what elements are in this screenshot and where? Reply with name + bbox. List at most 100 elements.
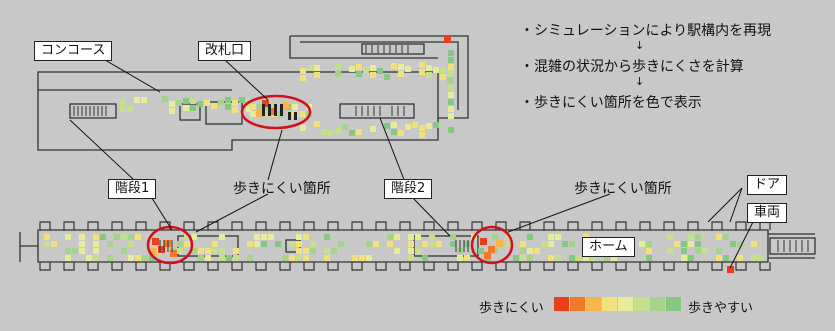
heat-cell [569, 255, 575, 261]
heat-cell [247, 241, 253, 247]
concourse-heatmap [120, 36, 454, 138]
heat-cell [716, 255, 722, 261]
heat-cell [254, 234, 260, 240]
heat-cell [448, 50, 454, 56]
heat-cell [342, 124, 348, 130]
heat-cell [72, 248, 78, 254]
heat-cell [324, 248, 330, 254]
heat-cell [219, 234, 225, 240]
door-top [279, 221, 291, 230]
heat-cell [674, 241, 680, 247]
door-top [447, 221, 459, 230]
note-step1: ・シミュレーションにより駅構内を再現 [520, 23, 772, 39]
heat-cell [727, 266, 734, 273]
heat-cell [300, 75, 306, 81]
heat-cell [695, 241, 701, 247]
heat-cell [457, 255, 463, 261]
heat-cell [233, 255, 239, 261]
heat-cell [349, 66, 355, 72]
door-top [711, 221, 723, 230]
heat-cell [527, 234, 533, 240]
heat-cell [480, 238, 487, 245]
door-top [471, 221, 483, 230]
heat-cell [737, 255, 743, 261]
heat-cell [177, 248, 183, 254]
heat-cell [464, 241, 470, 247]
heat-cell [448, 64, 454, 70]
heat-cell [212, 248, 218, 254]
heat-cell [184, 241, 190, 247]
heat-cell [527, 248, 533, 254]
door-top [327, 221, 339, 230]
heat-cell [433, 67, 439, 73]
heat-cell [387, 234, 393, 240]
note-step3: ・歩きにくい箇所を色で表示 [520, 95, 702, 111]
platform-structure [19, 229, 816, 263]
label-ticket-gate: 改札口 [198, 41, 252, 61]
heat-cell [667, 248, 673, 254]
heat-cell [142, 255, 148, 261]
heat-cell [219, 255, 225, 261]
heat-cell [436, 241, 442, 247]
heat-cell [225, 97, 231, 103]
heat-cell [190, 98, 196, 104]
heat-cell [562, 241, 568, 247]
heat-cell [415, 234, 421, 240]
heat-cell [667, 234, 673, 240]
door-bottom [39, 262, 51, 271]
door-top [759, 221, 771, 230]
heat-cell [356, 71, 362, 77]
label-platform: ホーム [582, 237, 635, 257]
heat-cell [300, 68, 306, 74]
heat-cell [275, 241, 281, 247]
heat-cell [716, 248, 722, 254]
heat-cell [370, 72, 376, 78]
legend-swatch [602, 297, 617, 311]
label-stairs1: 階段1 [108, 179, 157, 199]
heat-cell [520, 248, 526, 254]
heat-cell [197, 101, 203, 107]
heat-cell [576, 255, 582, 261]
heat-cell [422, 255, 428, 261]
platform-doors [39, 221, 771, 271]
heat-cell [128, 255, 134, 261]
heat-cell [555, 255, 561, 261]
platform-stair-hatch [159, 240, 809, 252]
heat-cell [688, 234, 694, 240]
door-bottom [711, 262, 723, 271]
heat-cell [314, 65, 320, 71]
heat-cell [296, 255, 302, 261]
heat-cell [191, 248, 197, 254]
ticket-gate-bars [262, 104, 297, 120]
door-top [375, 221, 387, 230]
heat-cell [758, 255, 764, 261]
heat-cell [268, 234, 274, 240]
heat-cell [440, 67, 446, 73]
heat-cell [464, 255, 470, 261]
heat-cell [321, 129, 327, 135]
legend-swatch [618, 297, 633, 311]
heat-cell [426, 123, 432, 129]
label-door: ドア [747, 175, 788, 195]
heat-cell [65, 248, 71, 254]
heat-cell [604, 255, 610, 261]
label-hard-spot-1: 歩きにくい箇所 [233, 181, 331, 197]
heat-cell [51, 241, 57, 247]
door-top [591, 221, 603, 230]
heat-cell [384, 74, 390, 80]
heat-cell [65, 234, 71, 240]
heat-cell [695, 248, 701, 254]
heat-cell [394, 234, 400, 240]
door-bottom [639, 262, 651, 271]
heat-cell [695, 234, 701, 240]
heat-cell [363, 67, 369, 73]
heat-cell [448, 113, 454, 119]
heat-cell [448, 127, 454, 133]
heat-cell [254, 241, 260, 247]
heat-cell [646, 241, 652, 247]
heat-cell [681, 255, 687, 261]
legend-swatch [666, 297, 681, 311]
heat-cell [169, 108, 175, 114]
